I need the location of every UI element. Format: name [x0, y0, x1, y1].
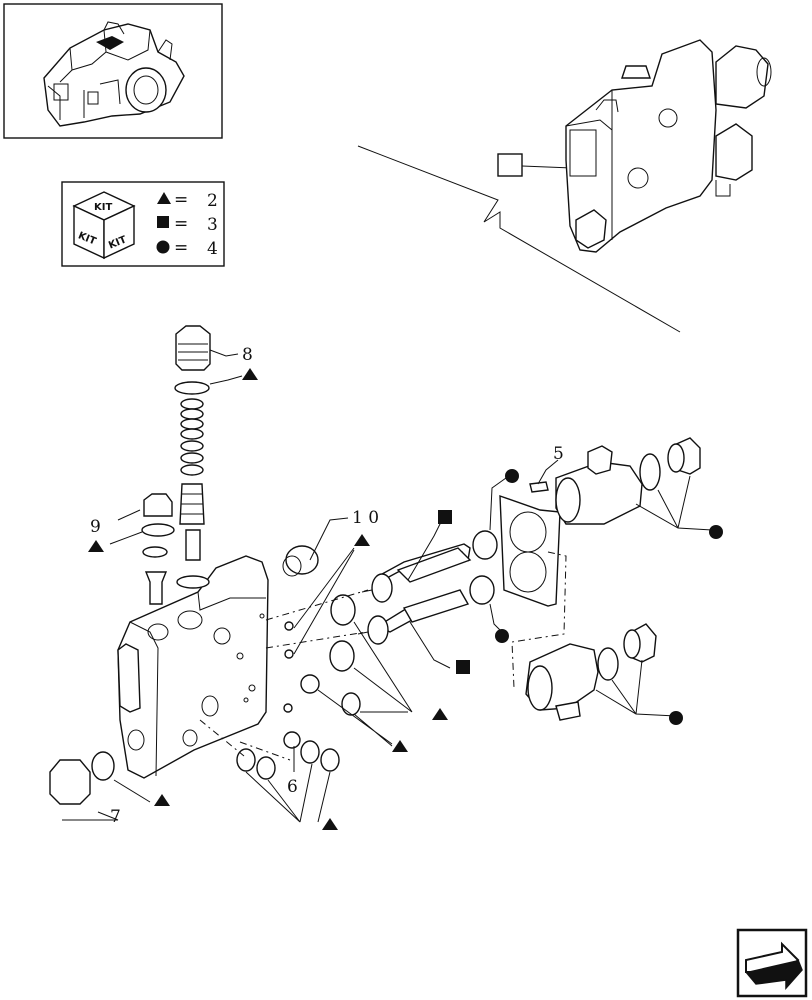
- legend-eq-2: =: [174, 214, 188, 234]
- legend-number-4: 4: [207, 239, 218, 259]
- triangle-icon: [242, 368, 258, 380]
- circle-icon: [495, 629, 509, 643]
- o-rings-middle: [236, 594, 361, 780]
- triangle-icon: [432, 708, 448, 720]
- triangle-icon: [322, 818, 338, 830]
- legend-number-2: 2: [207, 191, 218, 211]
- item-9-parts-stack: [141, 493, 175, 605]
- kit-legend: KIT KIT KIT = 2 = 3 = 4: [61, 181, 225, 267]
- valve-body: [117, 555, 269, 779]
- square-icon: [157, 216, 169, 228]
- solenoid-lower: [525, 623, 657, 721]
- overview-thumbnail[interactable]: [3, 3, 223, 139]
- legend-eq-3: =: [174, 238, 188, 258]
- square-icon: [438, 510, 452, 524]
- triangle-icon: [157, 192, 171, 204]
- item-7-plug: [49, 751, 115, 805]
- connection-dash: [511, 551, 567, 689]
- triangle-icon: [392, 740, 408, 752]
- circle-icon: [709, 525, 723, 539]
- triangle-icon: [88, 540, 104, 552]
- circle-icon: [156, 240, 170, 254]
- alignment-dashes: [199, 589, 369, 761]
- kit-box-icon: KIT KIT KIT: [72, 191, 136, 260]
- spool-lower: [357, 589, 470, 645]
- tractor-transmission-overview-icon: [43, 21, 185, 127]
- callout-7: 7: [110, 807, 121, 827]
- reference-callout-box: [497, 153, 523, 177]
- legend-number-3: 3: [207, 215, 218, 235]
- square-icon: [456, 660, 470, 674]
- triangle-icon: [154, 794, 170, 806]
- triangle-icon: [354, 534, 370, 546]
- legend-eq-1: =: [174, 190, 188, 210]
- callout-8: 8: [242, 345, 253, 365]
- spool-upper: [361, 543, 472, 603]
- item-8-parts-stack: [174, 325, 211, 589]
- item-10-plug: [282, 545, 319, 659]
- right-o-rings: [469, 530, 498, 605]
- circle-icon: [505, 469, 519, 483]
- callout-10: 1 0: [352, 508, 379, 528]
- kit-label-top: KIT: [94, 202, 112, 213]
- solenoid-upper: [529, 437, 701, 525]
- assembled-valve-view: [357, 39, 772, 333]
- circle-icon: [669, 711, 683, 725]
- callout-symbols: [88, 368, 723, 830]
- next-page-arrow-icon[interactable]: [736, 928, 808, 998]
- callout-9: 9: [90, 517, 101, 537]
- callout-6: 6: [287, 777, 298, 797]
- gasket-plate: [499, 494, 561, 607]
- callout-5: 5: [553, 444, 564, 464]
- leader-lines: [62, 349, 713, 823]
